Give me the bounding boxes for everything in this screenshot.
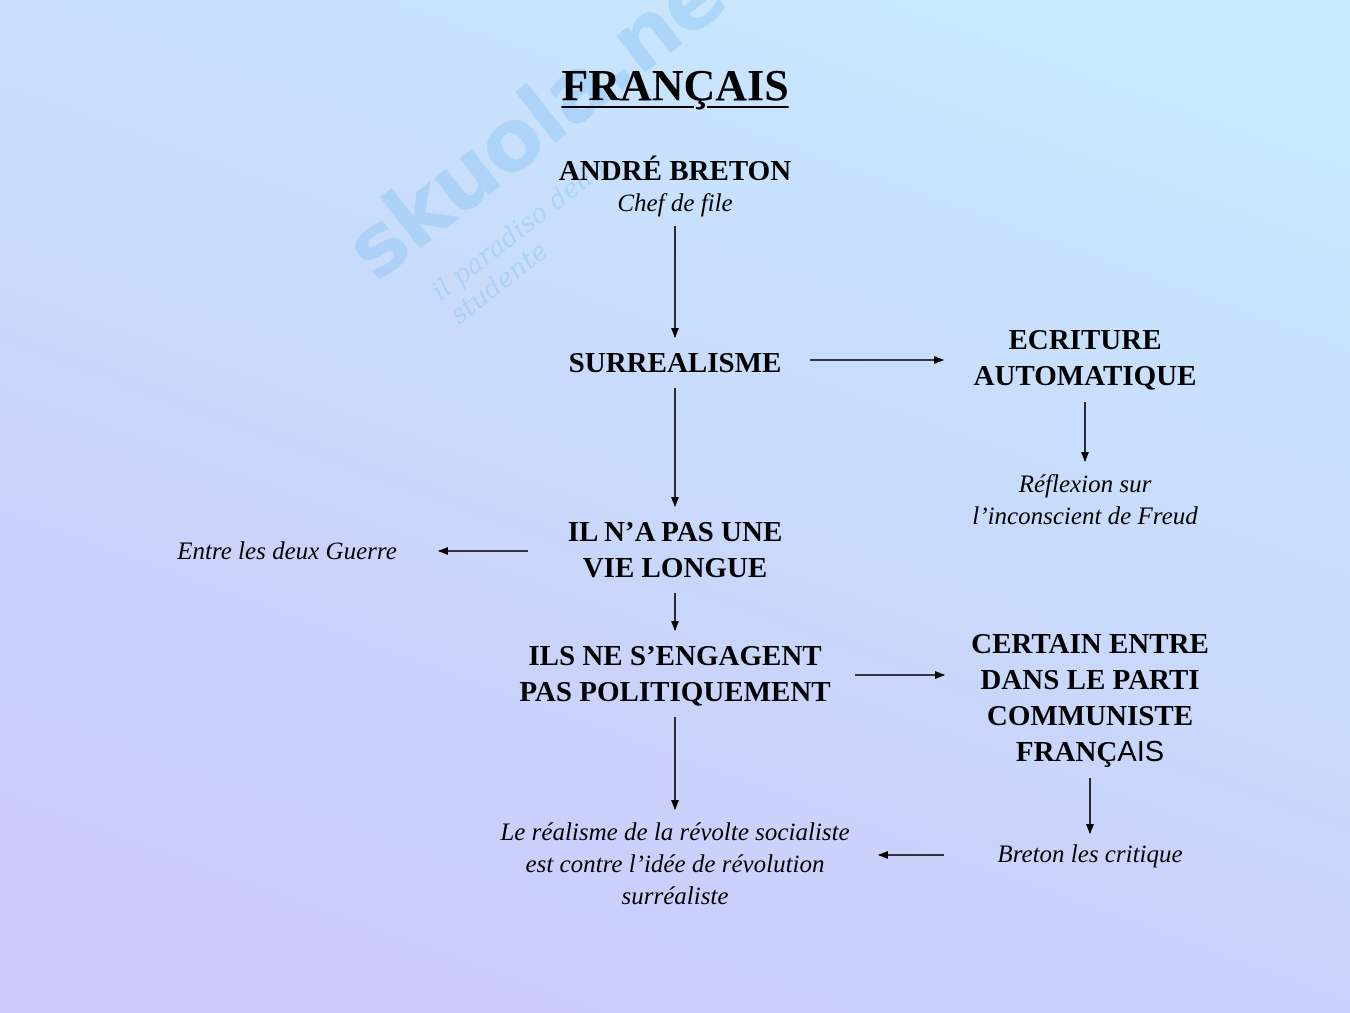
node-vie-line1: IL N’A PAS UNE xyxy=(567,516,783,548)
node-engagent-line2: PAS POLITIQUEMENT xyxy=(519,676,831,708)
node-realisme-line3: surréaliste xyxy=(621,883,729,910)
node-ecriture-automatique: ECRITURE AUTOMATIQUE xyxy=(945,322,1225,394)
node-breton-critique: Breton les critique xyxy=(997,841,1183,868)
node-certain-entre: CERTAIN ENTRE DANS LE PARTI COMMUNISTE F… xyxy=(950,626,1230,770)
node-reflexion-line1: Réflexion sur xyxy=(1018,471,1152,498)
node-engagent: ILS NE S’ENGAGENT PAS POLITIQUEMENT xyxy=(485,638,865,710)
node-ecriture-line1: ECRITURE xyxy=(1008,324,1162,356)
node-ecriture-line2: AUTOMATIQUE xyxy=(973,360,1197,392)
node-realisme-line2: est contre l’idée de révolution xyxy=(525,851,825,878)
node-engagent-line1: ILS NE S’ENGAGENT xyxy=(528,640,822,672)
node-certain-line3: COMMUNISTE xyxy=(986,700,1194,732)
node-certain-line4-serif: FRANÇ xyxy=(1015,736,1118,768)
page-title: FRANÇAIS xyxy=(561,61,789,110)
node-certain-line4: FRANÇAIS xyxy=(950,734,1230,770)
node-certain-line1: CERTAIN ENTRE xyxy=(971,628,1209,660)
node-entre-guerre: Entre les deux Guerre xyxy=(177,538,397,565)
node-realisme: Le réalisme de la révolte socialiste est… xyxy=(465,817,885,913)
node-certain-line2: DANS LE PARTI xyxy=(980,664,1200,696)
node-reflexion-line2: l’inconscient de Freud xyxy=(972,503,1198,530)
node-andre-breton: ANDRÉ BRETON xyxy=(558,155,792,187)
node-chef-de-file: Chef de file xyxy=(617,190,733,217)
node-reflexion: Réflexion sur l’inconscient de Freud xyxy=(935,469,1235,533)
node-surrealisme: SURREALISME xyxy=(568,347,782,379)
node-vie-longue: IL N’A PAS UNE VIE LONGUE xyxy=(505,514,845,586)
node-certain-line4-sans: AIS xyxy=(1117,736,1165,768)
node-vie-line2: VIE LONGUE xyxy=(582,552,768,584)
node-realisme-line1: Le réalisme de la révolte socialiste xyxy=(500,819,850,846)
